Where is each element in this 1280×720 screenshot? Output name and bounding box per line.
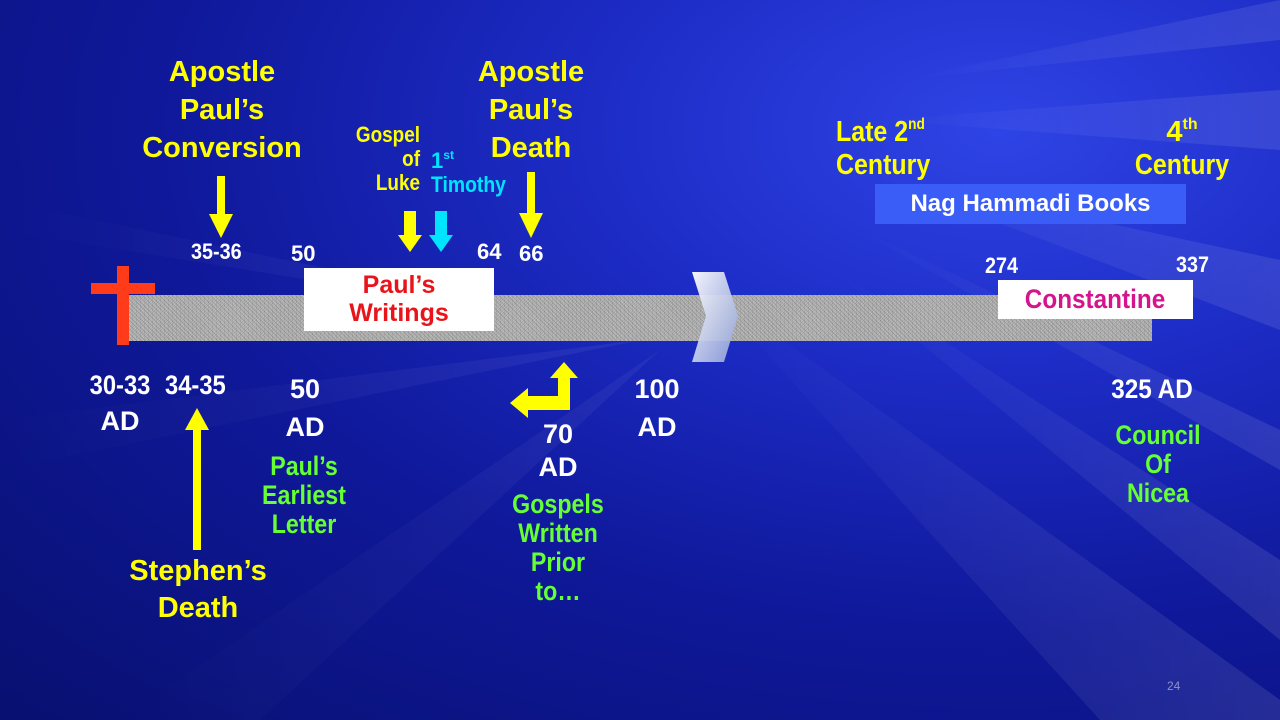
apostle-conversion-label: Apostle Paul’s Conversion [142, 56, 302, 164]
year-30-33-ad: 30-33 AD [89, 370, 151, 436]
year-100-ad: 100 AD [634, 374, 680, 442]
year-50-ad: 50 AD [285, 374, 325, 442]
year-274: 274 [985, 253, 1019, 278]
year-66: 66 [519, 241, 544, 266]
late-2nd-century-label: Late 2nd Century [836, 116, 931, 181]
gospels-written-label: Gospels Written Prior to… [512, 489, 604, 606]
pauls-earliest-letter-label: Paul’s Earliest Letter [262, 451, 346, 539]
year-50-top: 50 [291, 241, 316, 266]
gospel-of-luke-label: Gospel of Luke [355, 122, 420, 195]
council-of-nicea-label: Council Of Nicea [1115, 420, 1201, 508]
page-number: 24 [1167, 679, 1181, 693]
constantine-box: Constantine [998, 280, 1193, 319]
first-timothy-label: 1st Timothy [431, 147, 506, 197]
fourth-century-label: 4th Century [1134, 116, 1230, 181]
apostle-death-label: Apostle Paul’s Death [477, 56, 585, 164]
year-337: 337 [1176, 252, 1210, 277]
timeline-bar [128, 295, 1152, 341]
nag-hammadi-box: Nag Hammadi Books [875, 184, 1186, 224]
stephens-death-label: Stephen’s Death [129, 555, 267, 624]
year-325-ad: 325 AD [1111, 374, 1193, 404]
year-70-ad: 70 AD [538, 419, 578, 482]
year-35-36: 35-36 [191, 239, 242, 264]
year-34-35: 34-35 [165, 370, 226, 400]
nag-hammadi-label: Nag Hammadi Books [910, 190, 1151, 217]
constantine-label: Constantine [1025, 284, 1166, 314]
pauls-writings-box: Paul’s Writings [304, 268, 494, 331]
year-64: 64 [477, 239, 502, 264]
